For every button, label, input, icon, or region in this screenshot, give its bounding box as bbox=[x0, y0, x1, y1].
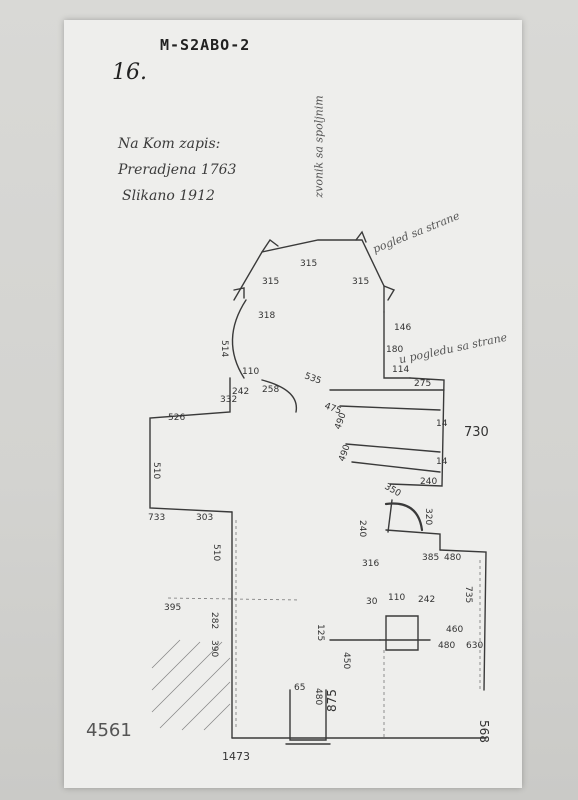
dim-nave-125: 125 bbox=[315, 624, 325, 641]
dim-nave-510: 510 bbox=[211, 544, 221, 561]
dim-apse-side-c: 110 bbox=[242, 367, 259, 377]
dim-bottom-733: 733 bbox=[148, 513, 165, 523]
dim-tower-510: 510 bbox=[151, 462, 161, 479]
dim-nave-480: 480 bbox=[444, 553, 461, 563]
dim-apse-side-b: 514 bbox=[219, 340, 229, 357]
dim-right-146: 146 bbox=[394, 323, 411, 333]
dim-nave-282: 282 bbox=[209, 612, 219, 629]
dim-nave-242: 242 bbox=[418, 595, 435, 605]
inventory-number: 4561 bbox=[86, 720, 132, 741]
dim-angled-535: 535 bbox=[303, 371, 323, 386]
note-line-2: Preradjena 1763 bbox=[118, 162, 237, 178]
dim-nave-480b: 480 bbox=[438, 641, 455, 651]
dim-bottom-568: 568 bbox=[477, 720, 491, 743]
dim-entry-480: 480 bbox=[313, 688, 323, 705]
dim-apse-left: 315 bbox=[262, 277, 279, 287]
dim-right-114: 114 bbox=[392, 365, 409, 375]
dim-apse-right: 315 bbox=[352, 277, 369, 287]
dim-nave-630: 630 bbox=[466, 641, 483, 651]
dim-nave-385: 385 bbox=[422, 553, 439, 563]
dim-nave-450: 450 bbox=[341, 652, 351, 669]
dim-apse-side-a: 318 bbox=[258, 311, 275, 321]
paper-sheet bbox=[64, 20, 522, 788]
dim-total-730: 730 bbox=[464, 425, 489, 440]
dim-nave-30: 30 bbox=[366, 597, 378, 607]
dim-door-240b: 240 bbox=[357, 520, 367, 537]
note-line-3: Slikano 1912 bbox=[122, 188, 215, 204]
dim-tower-526: 526 bbox=[168, 413, 185, 423]
dim-door-240: 240 bbox=[420, 477, 437, 487]
dim-right-180: 180 bbox=[386, 345, 403, 355]
dim-door-320: 320 bbox=[423, 508, 433, 525]
dim-nave-65: 65 bbox=[294, 683, 305, 693]
note-line-1: Na Kom zapis: bbox=[118, 136, 221, 152]
dim-apse-top: 315 bbox=[300, 259, 317, 269]
dim-bottom-303: 303 bbox=[196, 513, 213, 523]
dimension-lines bbox=[167, 520, 481, 740]
dim-tower-242: 242 bbox=[232, 387, 249, 397]
dim-right-275: 275 bbox=[414, 379, 431, 389]
dim-nave-395: 395 bbox=[164, 603, 181, 613]
hatched-area bbox=[151, 639, 231, 731]
dim-nave-390: 390 bbox=[209, 640, 219, 657]
dim-entry-875: 875 bbox=[325, 689, 339, 712]
archive-stamp: M-S2ABO-2 bbox=[160, 36, 251, 54]
dim-tower-332: 332 bbox=[220, 395, 237, 405]
dim-nave-735: 735 bbox=[463, 586, 473, 603]
dim-bottom-1473: 1473 bbox=[222, 750, 250, 763]
dim-angled-490b: 490 bbox=[337, 443, 352, 463]
dim-tower-258: 258 bbox=[262, 385, 279, 395]
dim-nave-316: 316 bbox=[362, 559, 379, 569]
plan-walls bbox=[149, 230, 487, 745]
dim-nave-110: 110 bbox=[388, 593, 405, 603]
page-number: 16. bbox=[112, 60, 147, 85]
dim-right-14a: 14 bbox=[436, 419, 448, 429]
dim-right-14b: 14 bbox=[436, 457, 448, 467]
dim-nave-460: 460 bbox=[446, 625, 463, 635]
